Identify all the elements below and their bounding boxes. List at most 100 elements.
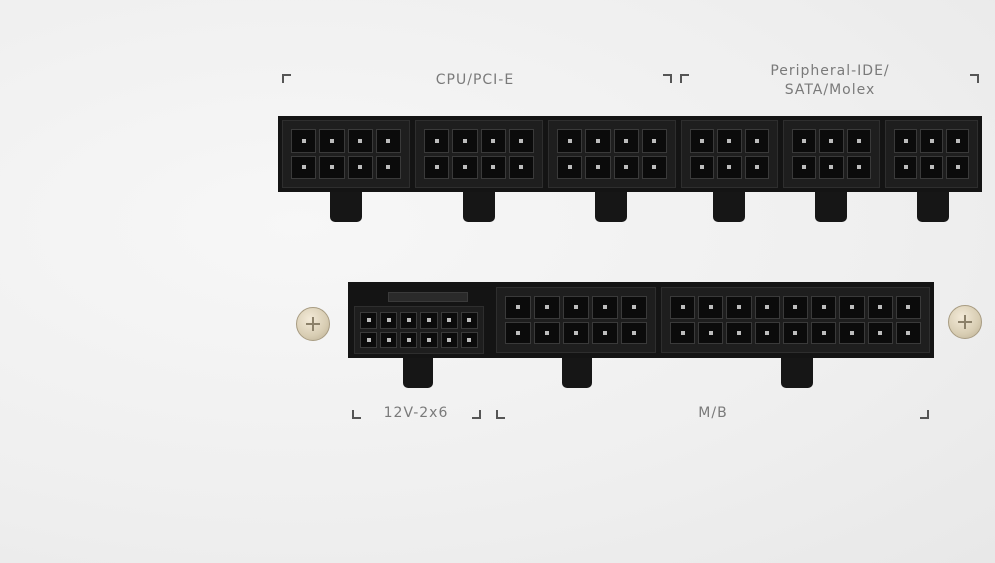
pin xyxy=(641,155,667,179)
peripheral-port-1 xyxy=(681,120,778,188)
pin xyxy=(895,321,921,344)
pin xyxy=(291,155,317,179)
pin xyxy=(592,321,618,344)
phillips-screw-icon xyxy=(296,307,330,341)
pin xyxy=(380,331,398,348)
pin xyxy=(534,321,560,344)
mb-bracket-bottom-left xyxy=(496,410,505,419)
latch xyxy=(595,192,627,222)
pin xyxy=(592,296,618,319)
pin xyxy=(424,155,450,179)
pin xyxy=(754,321,780,344)
mb-bracket-bottom-right xyxy=(920,410,929,419)
peripheral-port-3 xyxy=(885,120,978,188)
pin xyxy=(792,129,817,153)
pin xyxy=(420,331,438,348)
pin xyxy=(585,155,611,179)
cpu-pcie-label: CPU/PCI-E xyxy=(435,72,515,88)
mb-port-10pin xyxy=(496,287,656,353)
pin xyxy=(291,129,317,153)
pin xyxy=(508,129,534,153)
latch xyxy=(330,192,362,222)
pin xyxy=(946,129,969,153)
pin xyxy=(505,296,531,319)
pin xyxy=(319,155,345,179)
12v-bracket-bottom-right xyxy=(472,410,481,419)
pin xyxy=(452,129,478,153)
pin xyxy=(375,155,401,179)
pin xyxy=(698,321,724,344)
latch xyxy=(562,358,592,388)
pin xyxy=(360,331,378,348)
pin xyxy=(424,129,450,153)
pin xyxy=(613,155,639,179)
pin xyxy=(670,296,696,319)
latch xyxy=(781,358,813,388)
pin xyxy=(717,129,742,153)
pin xyxy=(726,321,752,344)
pin xyxy=(360,312,378,329)
pin xyxy=(380,312,398,329)
cpu-pcie-bracket-top-right xyxy=(663,74,672,83)
pin xyxy=(347,129,373,153)
pin xyxy=(563,296,589,319)
pin xyxy=(811,296,837,319)
pin xyxy=(319,129,345,153)
pin xyxy=(698,296,724,319)
pin xyxy=(420,312,438,329)
peripheral-label-line-1: Peripheral-IDE/ xyxy=(770,63,890,79)
12v-2x6-label: 12V-2x6 xyxy=(383,405,449,421)
pin xyxy=(585,129,611,153)
pin xyxy=(690,155,715,179)
pin xyxy=(505,321,531,344)
pin xyxy=(557,155,583,179)
pin xyxy=(440,312,458,329)
pin xyxy=(754,296,780,319)
pin xyxy=(811,321,837,344)
pin xyxy=(613,129,639,153)
latch xyxy=(713,192,745,222)
pin xyxy=(894,155,917,179)
pin xyxy=(792,155,817,179)
pin xyxy=(621,296,647,319)
pin xyxy=(452,155,478,179)
pin xyxy=(894,129,917,153)
pin xyxy=(819,129,844,153)
pin xyxy=(839,321,865,344)
pin xyxy=(846,129,871,153)
pin xyxy=(347,155,373,179)
pin xyxy=(846,155,871,179)
pin xyxy=(440,331,458,348)
12v-bracket-bottom-left xyxy=(352,410,361,419)
12v-2x6-sense-pins xyxy=(388,292,468,302)
pin xyxy=(563,321,589,344)
peripheral-bracket-top-left xyxy=(680,74,689,83)
pin xyxy=(670,321,696,344)
mb-port-18pin xyxy=(661,287,930,353)
pin xyxy=(867,296,893,319)
pin xyxy=(895,296,921,319)
peripheral-port-2 xyxy=(783,120,880,188)
cpu-pcie-port-3 xyxy=(548,120,676,188)
peripheral-bracket-top-right xyxy=(970,74,979,83)
pin xyxy=(508,155,534,179)
pin xyxy=(460,331,478,348)
peripheral-label-line-2: SATA/Molex xyxy=(784,82,876,98)
latch xyxy=(917,192,949,222)
pin xyxy=(400,312,418,329)
pin xyxy=(819,155,844,179)
pin xyxy=(920,129,943,153)
phillips-screw-icon xyxy=(948,305,982,339)
cpu-pcie-bracket-top-left xyxy=(282,74,291,83)
pin xyxy=(867,321,893,344)
cpu-pcie-port-2 xyxy=(415,120,543,188)
cpu-pcie-port-1 xyxy=(282,120,410,188)
pin xyxy=(400,331,418,348)
pin xyxy=(641,129,667,153)
pin xyxy=(480,129,506,153)
12v-2x6-port xyxy=(354,306,484,354)
latch xyxy=(403,358,433,388)
pin xyxy=(920,155,943,179)
latch xyxy=(815,192,847,222)
pin xyxy=(717,155,742,179)
